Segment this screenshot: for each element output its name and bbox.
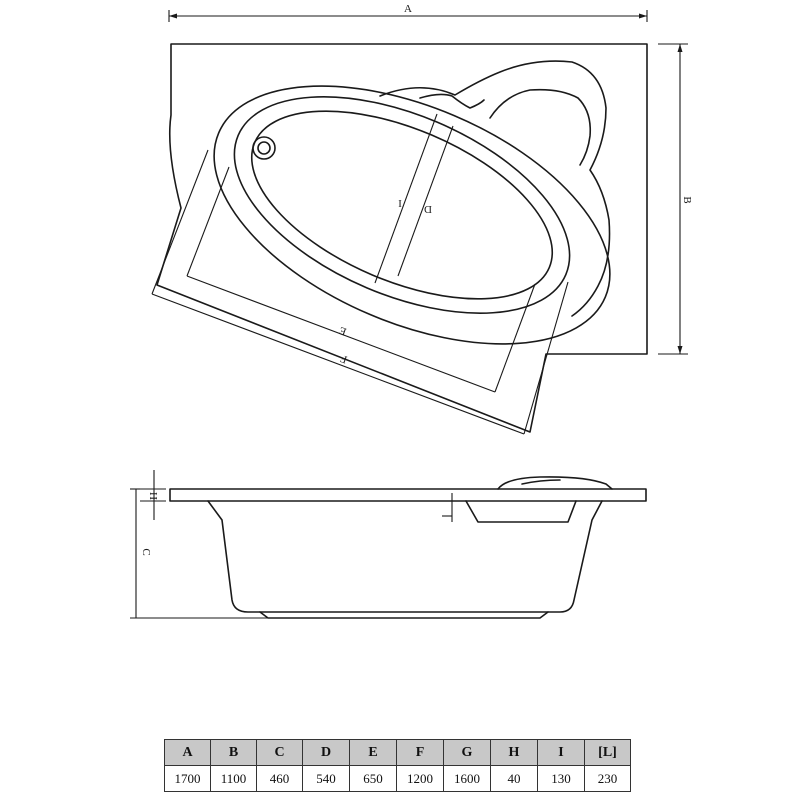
- headrest: [379, 60, 611, 317]
- table-header-cell: H: [490, 739, 538, 766]
- dim-label-e: E: [338, 324, 349, 338]
- drain-outer: [252, 136, 276, 160]
- table-header-cell: [L]: [584, 739, 631, 766]
- table-header-cell: F: [396, 739, 444, 766]
- basin-base: [259, 611, 549, 619]
- dimension-h: H: [140, 470, 166, 520]
- dimensions-table: A B C D E F G H I [L] 1700 1100 460 540 …: [164, 739, 631, 792]
- side-view: H C: [130, 470, 647, 619]
- plan-view: A B I D: [151, 3, 693, 435]
- headrest-detail: [419, 93, 485, 109]
- dimension-f-g: F: [151, 149, 569, 435]
- basin-body: [207, 500, 603, 613]
- table-cell: 1200: [396, 765, 444, 792]
- dimension-b: B: [658, 43, 693, 355]
- dim-label-a: A: [404, 3, 412, 15]
- dimension-d-i: I D: [374, 113, 454, 284]
- dimension-a: A: [168, 3, 648, 22]
- table-header-cell: I: [537, 739, 585, 766]
- dimension-e: E: [186, 166, 536, 393]
- seat-depth-marker: [442, 493, 453, 522]
- table-header-cell: B: [210, 739, 257, 766]
- rim-slab: [169, 488, 647, 502]
- table-cell: 130: [537, 765, 585, 792]
- table-cell: 40: [490, 765, 538, 792]
- rim-outer-ellipse: [213, 85, 611, 345]
- table-cell: 460: [256, 765, 303, 792]
- dim-label-c: C: [140, 548, 152, 555]
- dim-label-b: B: [681, 196, 693, 203]
- dim-label-h: H: [147, 492, 159, 500]
- bath-outline: [156, 43, 648, 433]
- headrest-inner: [489, 88, 592, 166]
- table-header-cell: D: [302, 739, 350, 766]
- dimension-c: C: [130, 488, 270, 619]
- dim-label-f: F: [339, 352, 349, 365]
- table-cell: 1600: [443, 765, 491, 792]
- drain-inner: [257, 141, 271, 155]
- table-cell: 1700: [164, 765, 211, 792]
- table-cell: 230: [584, 765, 631, 792]
- table-header-cell: C: [256, 739, 303, 766]
- rim-headrest-inner: [521, 479, 561, 485]
- table-header-cell: G: [443, 739, 491, 766]
- dim-label-d: D: [424, 203, 432, 215]
- table-header-cell: E: [349, 739, 397, 766]
- dim-label-i: I: [398, 197, 402, 209]
- table-cell: 650: [349, 765, 397, 792]
- basin-outer-ellipse: [233, 96, 571, 314]
- table-cell: 540: [302, 765, 350, 792]
- table-header-cell: A: [164, 739, 211, 766]
- rim-headrest: [497, 476, 613, 490]
- seat-step: [465, 500, 577, 523]
- table-cell: 1100: [210, 765, 257, 792]
- table-header-row: A B C D E F G H I [L]: [164, 739, 631, 766]
- table-row: 1700 1100 460 540 650 1200 1600 40 130 2…: [164, 765, 631, 792]
